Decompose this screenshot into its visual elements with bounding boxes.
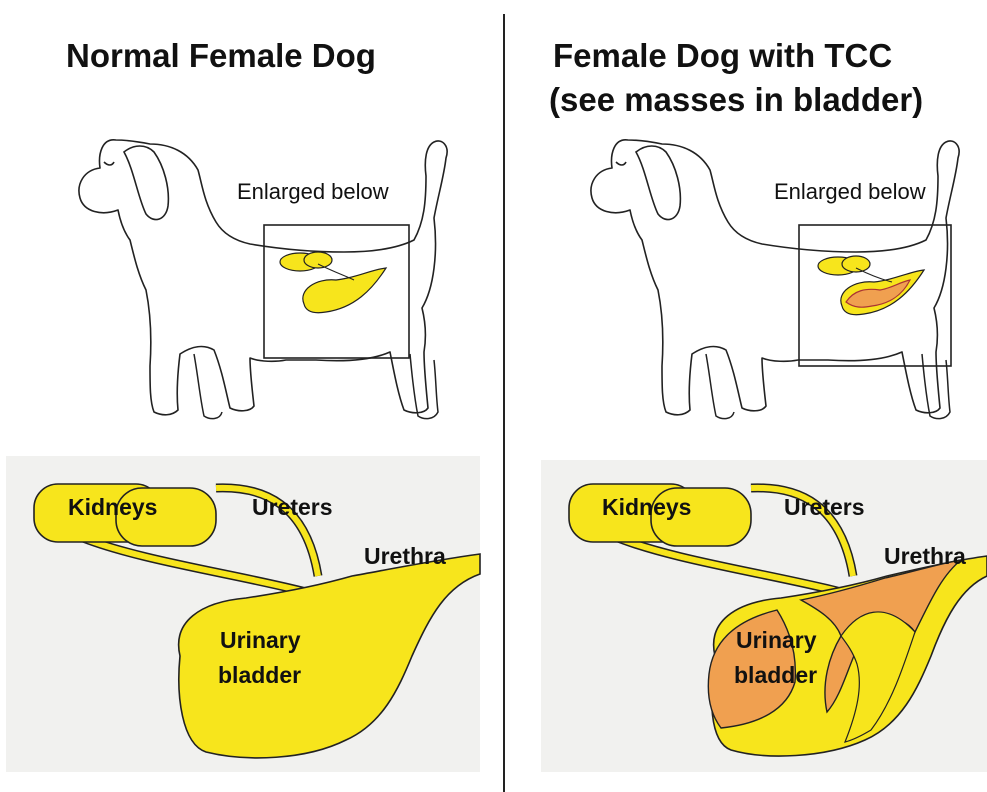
right-bladder-label-1: Urinary (736, 626, 817, 654)
right-title-line-2: (see masses in bladder) (549, 80, 923, 120)
right-title-line-1: Female Dog with TCC (553, 36, 892, 76)
left-bladder-label-1: Urinary (220, 626, 301, 654)
panel-divider (503, 14, 505, 792)
left-ureters-label: Ureters (252, 493, 333, 521)
left-bladder-label-2: bladder (218, 661, 301, 689)
left-title: Normal Female Dog (66, 36, 376, 76)
right-urethra-label: Urethra (884, 542, 966, 570)
right-enlarge-box (798, 224, 953, 368)
left-enlarged-note: Enlarged below (237, 179, 389, 205)
left-urethra-label: Urethra (364, 542, 446, 570)
right-ureters-label: Ureters (784, 493, 865, 521)
left-kidneys-label: Kidneys (68, 493, 157, 521)
right-enlarged-note: Enlarged below (774, 179, 926, 205)
left-enlarge-box (263, 224, 411, 360)
right-bladder-label-2: bladder (734, 661, 817, 689)
right-kidneys-label: Kidneys (602, 493, 691, 521)
